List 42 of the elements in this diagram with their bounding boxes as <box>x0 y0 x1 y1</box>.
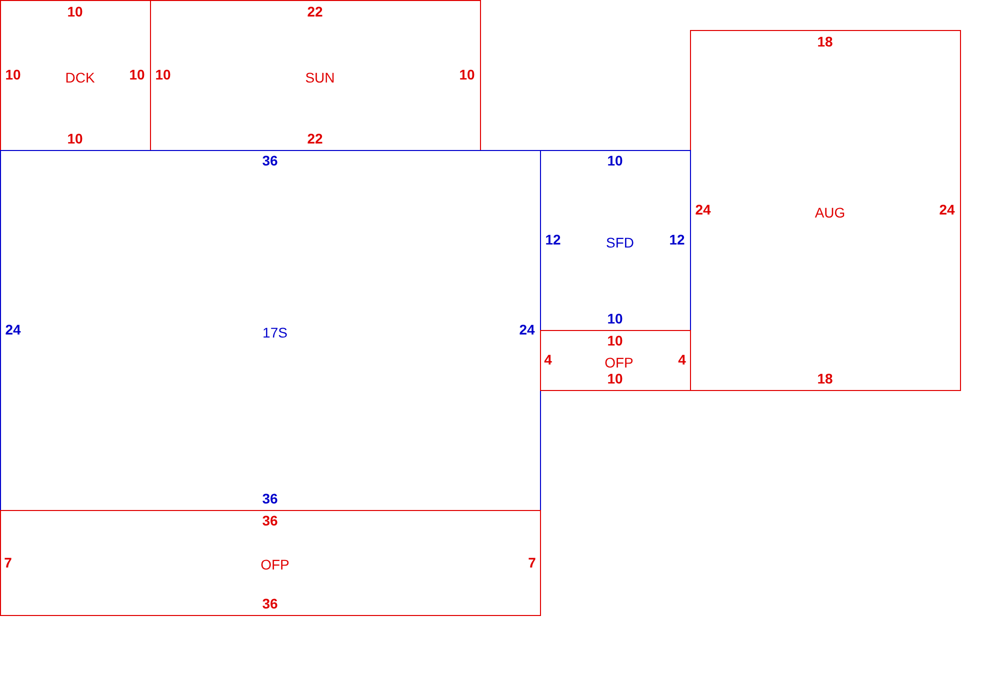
room-name: AUG <box>814 206 846 220</box>
dimension-label: 10 <box>5 68 21 82</box>
dimension-label: 7 <box>528 556 536 570</box>
dimension-label: 12 <box>669 232 685 248</box>
dimension-label: 36 <box>262 154 278 168</box>
room-name: OFP <box>604 356 634 370</box>
dimension-label: 36 <box>262 492 278 506</box>
dimension-label: 24 <box>695 202 711 218</box>
room-name: SFD <box>606 236 634 250</box>
room-outline <box>690 30 961 391</box>
room-outline <box>0 150 541 511</box>
dimension-label: 36 <box>262 514 278 528</box>
room-name: SUN <box>305 70 335 86</box>
dimension-label: 10 <box>607 154 623 168</box>
dimension-label: 24 <box>939 202 955 218</box>
dimension-label: 22 <box>307 4 323 20</box>
dimension-label: 18 <box>817 34 833 50</box>
dimension-label: 4 <box>678 352 686 368</box>
dimension-label: 10 <box>607 312 623 326</box>
dimension-label: 10 <box>607 334 623 348</box>
dimension-label: 10 <box>607 372 623 386</box>
dimension-label: 10 <box>67 132 83 146</box>
room-outline <box>0 510 541 616</box>
dimension-label: 36 <box>262 596 278 612</box>
dimension-label: 10 <box>459 68 475 82</box>
room-name: 17S <box>262 326 288 340</box>
dimension-label: 12 <box>545 232 561 248</box>
dimension-label: 24 <box>5 322 21 338</box>
room-outline <box>150 0 481 151</box>
dimension-label: 18 <box>817 372 833 386</box>
room-name: OFP <box>260 558 290 572</box>
dimension-label: 4 <box>544 352 552 368</box>
dimension-label: 10 <box>129 68 145 82</box>
dimension-label: 24 <box>519 322 535 338</box>
dimension-label: 10 <box>155 68 171 82</box>
dimension-label: 22 <box>307 132 323 146</box>
room-outline <box>0 0 151 151</box>
dimension-label: 7 <box>4 556 12 570</box>
dimension-label: 10 <box>67 4 83 20</box>
room-name: DCK <box>65 70 95 86</box>
room-outline <box>540 150 691 331</box>
room-outline <box>540 330 691 391</box>
